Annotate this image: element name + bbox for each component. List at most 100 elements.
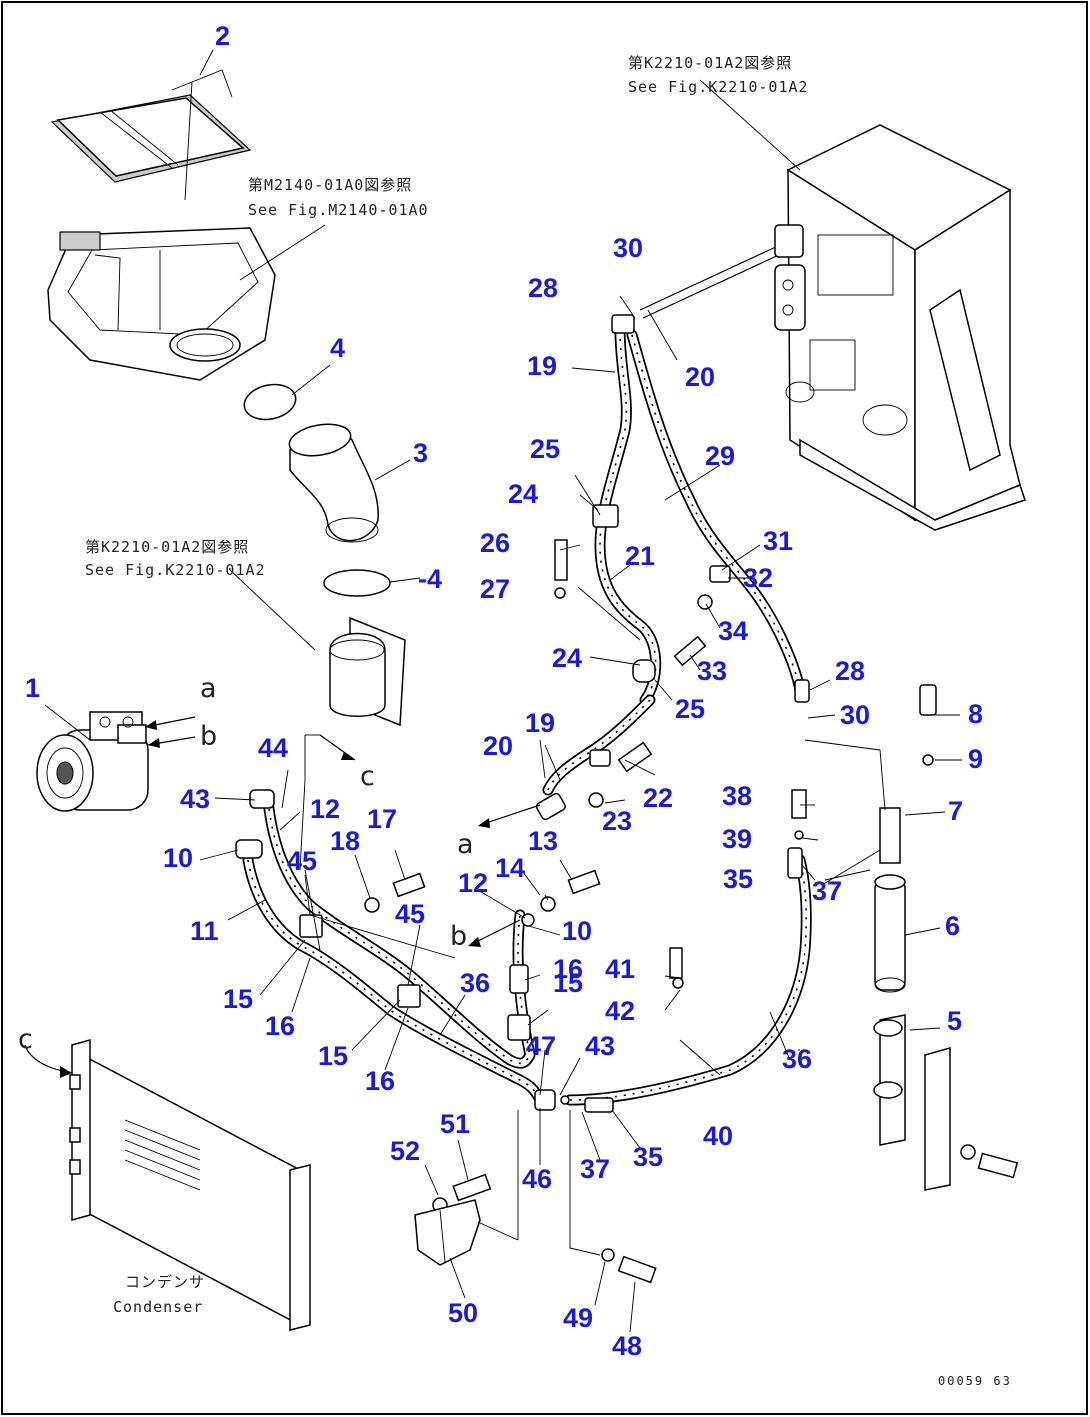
- hose-11-spiral: [247, 859, 541, 1101]
- letter-c-mid: c: [360, 761, 375, 792]
- callout-27: 27: [480, 574, 510, 604]
- callout-37-lower: 37: [580, 1154, 610, 1184]
- note-ref-cab-jp: 第K2210-01A2図参照: [628, 54, 792, 72]
- letter-b-compressor: b: [200, 721, 217, 752]
- callout-51: 51: [440, 1109, 470, 1139]
- callout-39: 39: [722, 824, 752, 854]
- callout-29: 29: [705, 441, 735, 471]
- callout-25-lower: 25: [675, 694, 705, 724]
- callout-32: 32: [743, 563, 773, 593]
- callout-1: 1: [25, 673, 40, 703]
- callout-35-upper: 35: [723, 864, 753, 894]
- note-ref-outlet-jp: 第K2210-01A2図参照: [85, 538, 249, 556]
- callout-20-lower: 20: [483, 731, 513, 761]
- callout-12-mid: 12: [458, 868, 488, 898]
- hose-clamp-upper: [243, 383, 297, 421]
- callout-23: 23: [602, 806, 632, 836]
- callout-30-upper: 30: [613, 233, 643, 263]
- arrowhead-c-condenser: [60, 1066, 72, 1078]
- callout-15-lower: 15: [318, 1041, 348, 1071]
- callout-24-lower: 24: [552, 643, 582, 673]
- callout-26: 26: [480, 528, 510, 558]
- compressor: [36, 711, 149, 812]
- note-ref-duct-en: See Fig.M2140-01A0: [248, 201, 429, 219]
- outlet-duct: [329, 616, 406, 727]
- note-ref-outlet-en: See Fig.K2210-01A2: [85, 561, 266, 579]
- callout-47: 47: [526, 1031, 556, 1061]
- callout-15-mid: 15: [553, 968, 583, 998]
- hose-11-inner: [244, 856, 544, 1104]
- callout-28-lower: 28: [835, 656, 865, 686]
- callout-43-left: 43: [180, 784, 210, 814]
- callout-30-lower: 30: [840, 700, 870, 730]
- callout-40: 40: [703, 1121, 733, 1151]
- callout-44: 44: [258, 733, 288, 763]
- callout-16-mid: 16: [553, 954, 583, 984]
- condenser-label-jp: コンデンサ: [125, 1273, 205, 1291]
- condenser-label-en: Condenser: [113, 1298, 203, 1316]
- callout-19-upper: 19: [527, 351, 557, 381]
- callout-25-upper: 25: [530, 434, 560, 464]
- callout-35-lower: 35: [633, 1142, 663, 1172]
- letter-b-mid: b: [450, 921, 467, 952]
- callout-5: 5: [947, 1006, 962, 1036]
- receiver-bracket: [873, 1014, 951, 1191]
- callout-52: 52: [390, 1136, 420, 1166]
- arrowhead-c-mid: [341, 752, 355, 760]
- callout-33: 33: [697, 656, 727, 686]
- hose-bracket: [414, 1199, 481, 1266]
- arrowhead-b-mid: [468, 937, 481, 947]
- cab-pipe-fitting: [639, 224, 804, 319]
- callout-34: 34: [718, 616, 748, 646]
- callout-22: 22: [643, 783, 673, 813]
- callout-24-upper: 24: [508, 479, 538, 509]
- hose-19-upper-inner: [596, 326, 660, 704]
- callout-38: 38: [722, 781, 752, 811]
- callout-21: 21: [625, 541, 655, 571]
- callout-18: 18: [330, 826, 360, 856]
- callout-2: 2: [215, 21, 230, 51]
- callout-13: 13: [528, 826, 558, 856]
- note-ref-cab-en: See Fig.K2210-01A2: [628, 78, 809, 96]
- arrow-a-mid: [479, 804, 541, 826]
- callout-49: 49: [563, 1303, 593, 1333]
- callout-4: 4: [330, 333, 345, 363]
- callout-10-left: 10: [163, 843, 193, 873]
- callout-12-left: 12: [310, 794, 340, 824]
- callout-45-mid: 45: [395, 899, 425, 929]
- hose-19-lower-inner: [544, 696, 654, 794]
- callout-43-mid: 43: [585, 1031, 615, 1061]
- fittings: [235, 314, 1019, 1284]
- hose-29-inner: [628, 331, 804, 694]
- note-ref-duct-jp: 第M2140-01A0図参照: [248, 176, 412, 194]
- hose-clamp-lower: [323, 569, 391, 597]
- callout-50: 50: [448, 1298, 478, 1328]
- arrowhead-a-compressor: [145, 720, 157, 730]
- callout-7: 7: [948, 796, 963, 826]
- condenser: [69, 1039, 311, 1331]
- hose-29-spiral: [631, 334, 801, 691]
- arrowhead-b-compressor: [148, 738, 160, 748]
- elbow-duct: [288, 423, 379, 543]
- callout-37-upper: 37: [812, 876, 842, 906]
- letter-a-mid: a: [457, 829, 474, 860]
- cab-frame: [774, 124, 1026, 531]
- drawing-code: 00059 63: [938, 1374, 1012, 1388]
- callout-16-left: 16: [265, 1011, 295, 1041]
- callout-6: 6: [945, 911, 960, 941]
- callout-42: 42: [605, 996, 635, 1026]
- hose-36-inner: [566, 856, 810, 1104]
- callout-3: 3: [413, 438, 428, 468]
- callout-31: 31: [763, 526, 793, 556]
- callout-16-lower: 16: [365, 1066, 395, 1096]
- callout-36-right: 36: [782, 1044, 812, 1074]
- duct-housing: [47, 227, 276, 381]
- callout-14: 14: [495, 853, 525, 883]
- callout-36-mid: 36: [460, 968, 490, 998]
- letter-c-condenser: c: [18, 1024, 33, 1055]
- callout-48: 48: [612, 1331, 642, 1361]
- callout-9: 9: [968, 744, 983, 774]
- callout-15-left: 15: [223, 984, 253, 1014]
